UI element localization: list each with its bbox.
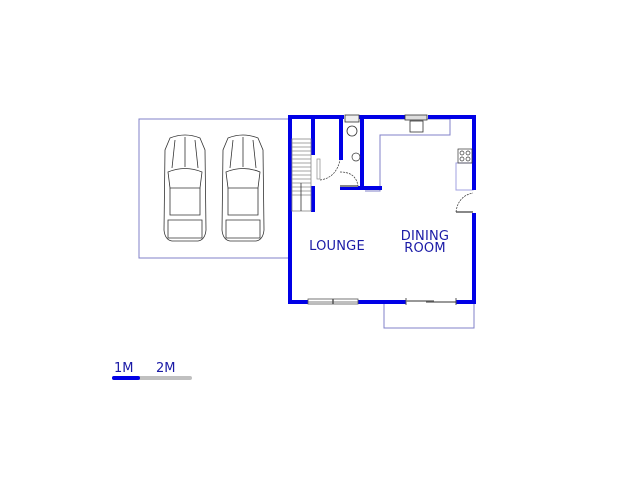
door-swing (316, 158, 474, 213)
scale-bar-1m (112, 376, 140, 380)
car-icon (221, 134, 265, 242)
car-icon (163, 134, 207, 242)
patio-outline (383, 302, 475, 329)
room-label-dining-room: DINING ROOM (392, 229, 458, 256)
room-label-lounge: LOUNGE (309, 239, 365, 254)
counter-unit (455, 162, 474, 191)
toilet-icon (344, 114, 360, 137)
room-label-line: DINING (400, 229, 450, 244)
kitchen-sink-icon (404, 114, 428, 133)
kitchen-counter (365, 118, 451, 192)
scale-bar-track (112, 376, 192, 380)
window (307, 298, 359, 305)
walls (288, 115, 476, 304)
scale-label-1m: 1M (114, 361, 134, 376)
staircase (291, 138, 312, 212)
sliding-door (405, 298, 457, 305)
garage-outline (138, 118, 290, 259)
stove-icon (457, 148, 473, 164)
basin-icon (351, 152, 361, 162)
scale-label-2m: 2M (156, 361, 176, 376)
room-label-line: ROOM (404, 241, 446, 256)
